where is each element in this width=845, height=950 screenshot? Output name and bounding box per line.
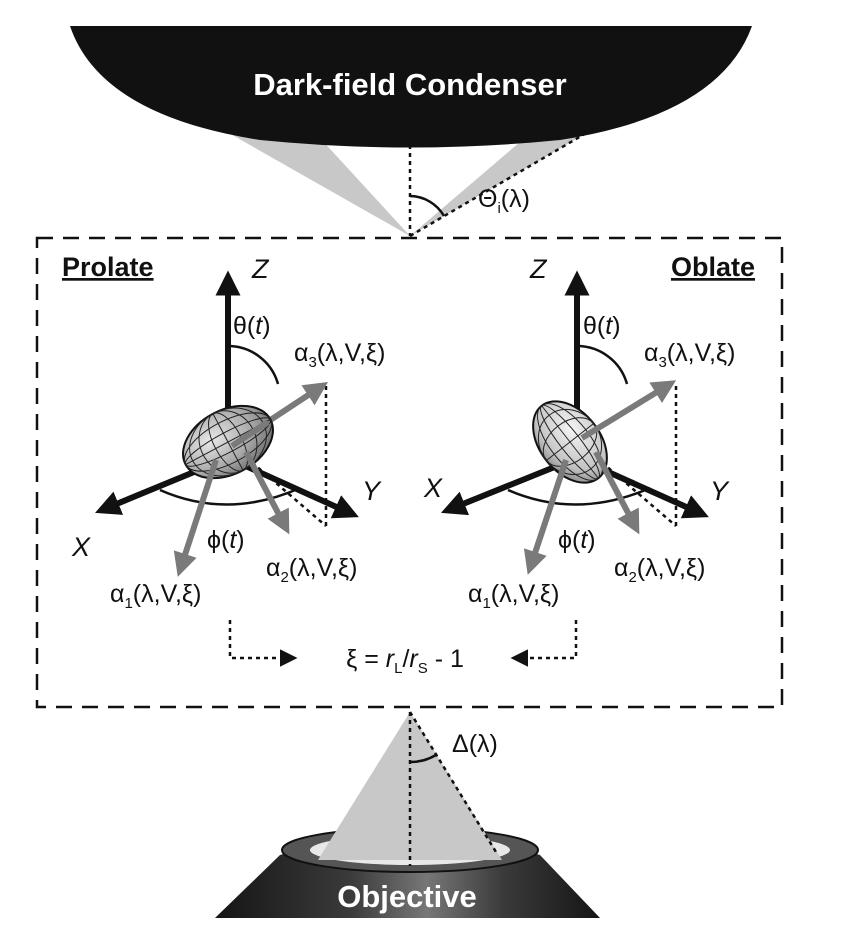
oblate-alpha1-arrow (523, 459, 569, 575)
aspect-ratio-equation: ξ = rL/rS - 1 (346, 645, 464, 677)
oblate-phi-arc (507, 486, 651, 506)
oblate-title: Oblate (671, 252, 755, 282)
oblate-z-label: Z (529, 254, 548, 284)
prolate-phi-label: ϕ(t) (207, 526, 245, 554)
prolate-alpha2-label: α2(λ,V,ξ) (266, 554, 357, 586)
aspect-ratio-equation-group: ξ = rL/rS - 1 (228, 620, 578, 677)
prolate-alpha1-label: α1(λ,V,ξ) (110, 580, 201, 612)
prolate-theta-label: θ(t) (233, 312, 271, 340)
collection-angle-label: Δ(λ) (452, 730, 498, 758)
prolate-y-label: Y (362, 476, 382, 506)
oblate-alpha2-arrow (593, 450, 640, 535)
oblate-theta-arc (576, 344, 629, 385)
condenser-label: Dark-field Condenser (253, 67, 567, 102)
prolate-z-label: Z (251, 254, 270, 284)
objective-label: Objective (337, 879, 477, 914)
condenser: Dark-field Condenser (70, 26, 752, 236)
prolate-x-label: X (71, 532, 91, 562)
collection-angle-arc (409, 753, 437, 764)
incidence-angle-arc (409, 194, 446, 217)
oblate-panel: Oblate Z X Y θ(t) ϕ(t) (423, 252, 755, 612)
prolate-phi-arc (159, 486, 301, 506)
prolate-alpha3-label: α3(λ,V,ξ) (294, 339, 385, 371)
condenser-light-left (220, 128, 410, 236)
oblate-alpha3-arrow (580, 380, 677, 441)
sample-region-box (35, 236, 784, 709)
prolate-theta-arc (227, 344, 280, 385)
oblate-ellipsoid (532, 400, 608, 484)
objective: Δ(λ) Objective (215, 711, 600, 918)
prolate-alpha2-arrow (243, 450, 290, 535)
oblate-alpha2-label: α2(λ,V,ξ) (614, 554, 705, 586)
equation-connector-left (228, 620, 298, 667)
oblate-x-label: X (423, 473, 443, 503)
equation-connector-right (510, 620, 578, 667)
prolate-alpha3-tail (230, 419, 270, 449)
prolate-title: Prolate (62, 252, 154, 282)
oblate-phi-label: ϕ(t) (558, 526, 596, 554)
prolate-alpha1-arrow (173, 459, 219, 577)
oblate-alpha1-label: α1(λ,V,ξ) (468, 580, 559, 612)
collection-ray (408, 711, 498, 853)
prolate-panel: Prolate Z X Y θ(t) ϕ(t) (62, 252, 385, 612)
incidence-angle-label: Θi(λ) (478, 185, 530, 217)
incidence-ray (409, 116, 613, 238)
oblate-y-label: Y (710, 476, 730, 506)
condenser-body (70, 26, 752, 148)
oblate-theta-label: θ(t) (583, 312, 621, 340)
oblate-alpha3-label: α3(λ,V,ξ) (644, 339, 735, 371)
